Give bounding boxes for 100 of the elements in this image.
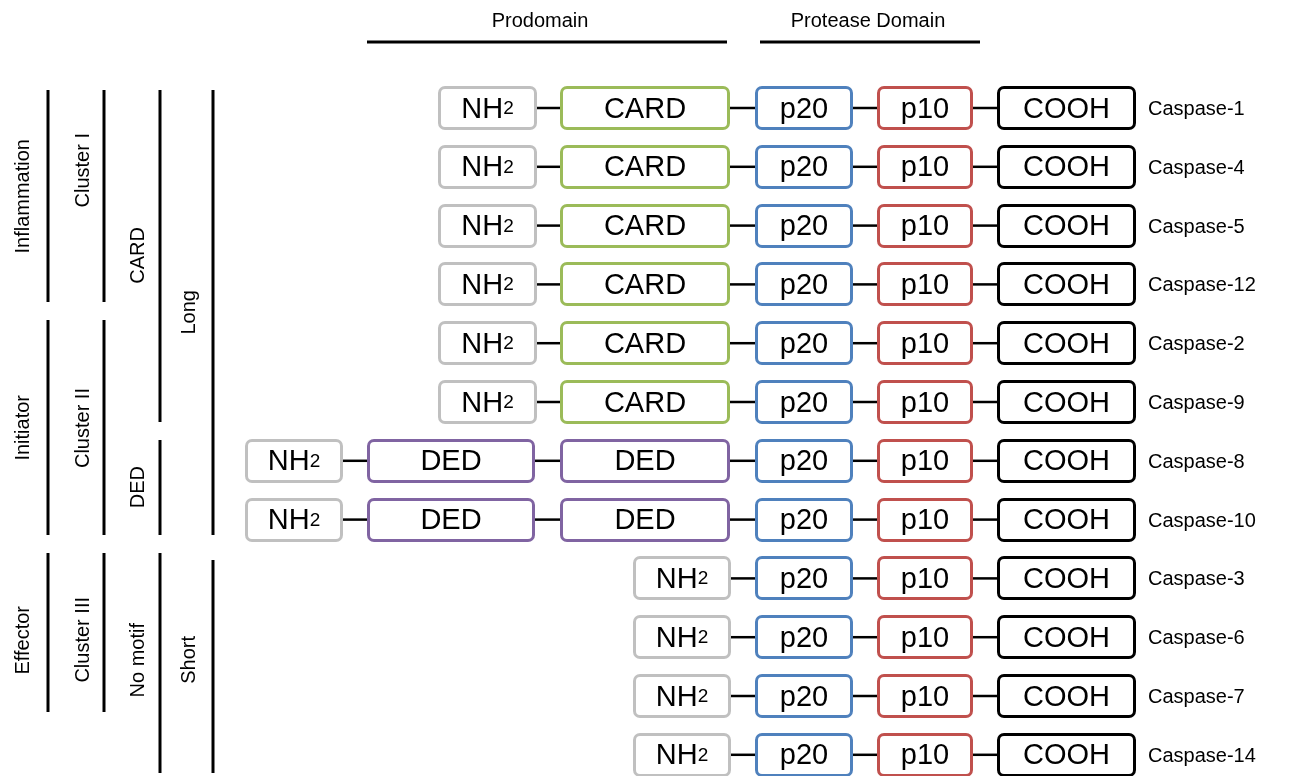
connector-line [973,341,997,345]
domain-box: p10 [877,262,973,307]
connector-line [973,283,997,286]
connector-line [973,106,997,110]
domain-box: COOH [997,380,1136,424]
caspase-name: Caspase-1 [1148,96,1245,120]
connector-line [853,341,877,345]
prodomain-length-label: Short [176,636,200,684]
connector-line [537,106,560,110]
connector-line [973,400,997,404]
domain-box: CARD [560,262,730,307]
domain-box: p10 [877,144,973,189]
caspase-name: Caspase-12 [1148,272,1256,297]
domain-box: DED [367,497,535,542]
category-label: Effector [10,605,34,675]
domain-box: p10 [877,203,973,248]
caspase-name: Caspase-2 [1148,331,1245,356]
domain-box: CARD [560,203,730,248]
connector-line [853,400,877,404]
domain-box: CARD [560,380,730,424]
connector-line [973,165,997,169]
connector-line [730,106,755,110]
connector-line [973,635,997,639]
connector-line [537,283,560,286]
connector-line [537,400,560,404]
domain-box: COOH [997,86,1136,130]
connector-line [537,341,560,345]
domain-box: DED [560,497,730,542]
domain-box: p20 [755,732,853,776]
domain-box: p10 [877,321,973,366]
domain-box: p10 [877,615,973,660]
connector-line [853,518,877,521]
domain-box: p10 [877,674,973,718]
domain-box: DED [560,438,730,483]
connector-line [853,577,877,580]
connector-line [343,459,367,463]
domain-box: CARD [560,144,730,189]
connector-line [973,459,997,463]
connector-line [730,341,755,345]
connector-line [853,694,877,698]
motif-label: CARD [125,226,149,284]
connector-line [537,224,560,227]
domain-box: p10 [877,438,973,483]
domain-box: p20 [755,144,853,189]
connector-line [731,577,755,580]
connector-line [730,518,755,521]
domain-box: COOH [997,732,1136,776]
domain-box: p20 [755,380,853,424]
domain-box: p10 [877,380,973,424]
prodomain-length-label: Long [176,289,200,335]
domain-box: p10 [877,732,973,776]
domain-box: COOH [997,497,1136,542]
domain-box: p10 [877,86,973,130]
connector-line [535,518,560,521]
domain-box: p20 [755,497,853,542]
connector-line [730,400,755,404]
connector-line [537,165,560,169]
domain-box: p20 [755,86,853,130]
cluster-label: Cluster I [70,132,94,208]
domain-box: CARD [560,321,730,366]
connector-line [731,635,755,639]
caspase-name: Caspase-9 [1148,390,1245,414]
domain-box: p10 [877,556,973,601]
domain-box: p20 [755,262,853,307]
domain-box: p20 [755,438,853,483]
domain-box: p20 [755,615,853,660]
cluster-label: Cluster III [70,597,94,683]
domain-box: CARD [560,86,730,130]
connector-line [973,224,997,227]
connector-line [853,753,877,757]
cluster-label: Cluster II [70,388,94,468]
domain-box: p20 [755,321,853,366]
caspase-name: Caspase-10 [1148,507,1256,532]
connector-line [973,577,997,580]
category-label: Initiator [10,395,34,461]
section-heading: Prodomain [491,8,589,32]
motif-label: DED [125,465,149,509]
caspase-name: Caspase-4 [1148,154,1245,179]
domain-box: p20 [755,556,853,601]
caspase-name: Caspase-8 [1148,448,1245,473]
domain-box: COOH [997,321,1136,366]
caspase-name: Caspase-6 [1148,625,1245,650]
domain-box: p20 [755,203,853,248]
motif-label: No motif [125,622,149,698]
connector-line [853,635,877,639]
domain-box: COOH [997,262,1136,307]
category-label: Inflammation [10,138,34,254]
connector-line [730,283,755,286]
section-heading: Protease Domain [790,8,946,32]
connector-line [730,459,755,463]
connector-line [853,165,877,169]
domain-box: COOH [997,438,1136,483]
connector-line [973,694,997,698]
domain-box: COOH [997,556,1136,601]
caspase-name: Caspase-5 [1148,213,1245,238]
caspase-name: Caspase-14 [1148,742,1256,767]
connector-line [853,224,877,227]
domain-box: COOH [997,674,1136,718]
connector-line [853,283,877,286]
domain-box: DED [367,438,535,483]
